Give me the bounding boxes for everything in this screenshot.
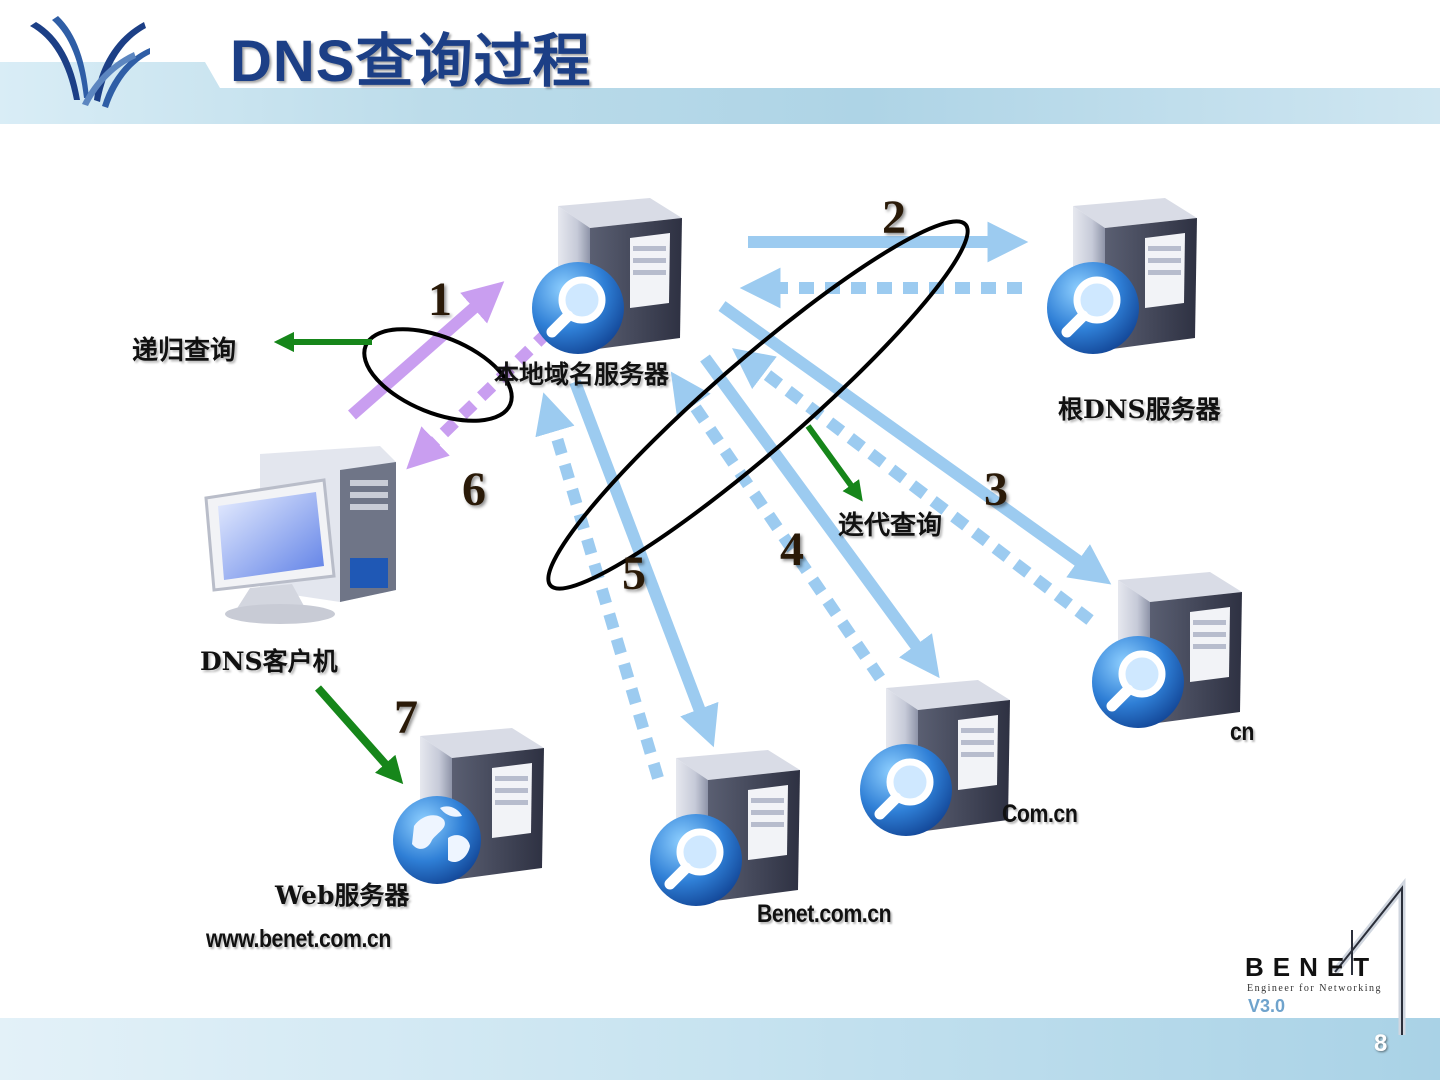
arrow-step5-reply: [535, 392, 664, 780]
web-domain-label: www.benet.com.cn: [206, 925, 391, 953]
arrow-step4-reply: [670, 371, 885, 682]
web-server-icon: [393, 728, 544, 884]
arrow-step3-query: [718, 301, 1112, 585]
step-number: 1: [428, 273, 452, 326]
arrow-step6-reply: [406, 327, 553, 470]
arrow-step1-query: [348, 281, 505, 420]
step-number: 6: [462, 463, 486, 516]
brand-tagline: Engineer for Networking: [1247, 983, 1383, 994]
client-label: DNS客户机: [200, 647, 338, 676]
comcn-server-label: Com.cn: [1002, 800, 1078, 828]
iterative-query-ellipse: [546, 219, 970, 591]
arrow-iterative-label: [805, 424, 863, 502]
header-white-area: [0, 0, 1440, 88]
arrow-step7-web: [315, 685, 404, 785]
arrow-step5-query: [569, 379, 719, 748]
local-server-icon: [532, 198, 682, 354]
benet-brand-mark-icon: [1332, 877, 1406, 1035]
root-server-label: 根DNS服务器: [1058, 395, 1221, 424]
page-number: 8: [1374, 1030, 1388, 1057]
comcn-server-icon: [860, 680, 1010, 836]
benet-logo-icon: [30, 16, 150, 108]
step-number: 5: [622, 547, 646, 600]
recursive-query-ellipse: [362, 327, 514, 423]
step-number: 3: [984, 463, 1008, 516]
step-number: 7: [394, 691, 418, 744]
root-server-icon: [1047, 198, 1197, 354]
step-number: 4: [780, 523, 804, 576]
cn-server-icon: [1092, 572, 1242, 728]
web-server-label: Web服务器: [275, 881, 410, 910]
benet-server-label: Benet.com.cn: [757, 900, 892, 928]
benet-server-icon: [650, 750, 800, 906]
slide-title: DNS查询过程: [230, 29, 592, 94]
brand-name: BENET: [1245, 952, 1379, 982]
local-server-label: 本地域名服务器: [494, 360, 670, 389]
brand-version: V3.0: [1248, 996, 1286, 1016]
iterative-query-label: 迭代查询: [838, 511, 943, 541]
footer-band: [0, 1018, 1440, 1080]
arrow-step3-reply: [732, 348, 1094, 625]
desktop-computer-icon: [204, 446, 396, 624]
recursive-query-label: 递归查询: [132, 336, 237, 366]
step-number: 2: [882, 191, 906, 244]
cn-server-label: cn: [1230, 718, 1254, 746]
arrow-step4-query: [700, 354, 940, 679]
